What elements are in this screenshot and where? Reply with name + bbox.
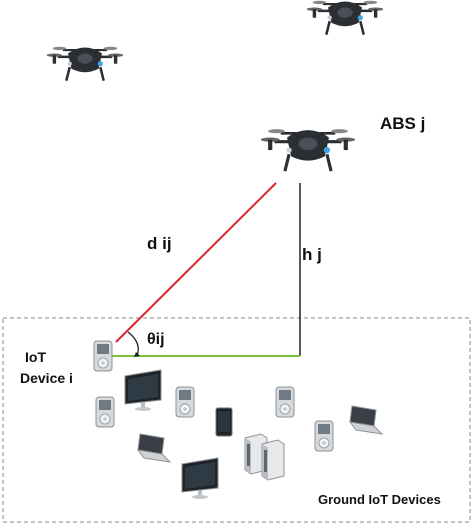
abs-label: ABS j: [380, 114, 425, 133]
quadcopter-icon: [259, 127, 357, 173]
angle-arc: [127, 331, 139, 357]
laptop-icon: [349, 405, 383, 435]
distance-line: [115, 182, 277, 343]
quadcopter-icon: [45, 45, 125, 82]
quadcopter-icon: [305, 0, 385, 36]
ground-group-label: Ground IoT Devices: [318, 492, 441, 507]
distance-label: d ij: [147, 234, 172, 253]
monitor-icon: [124, 369, 162, 412]
ipod-icon: [275, 386, 295, 418]
tablet-icon: [215, 407, 233, 437]
server-icon: [261, 439, 285, 481]
ipod-icon: [93, 340, 113, 372]
height-label: h j: [302, 245, 322, 264]
ipod-icon: [314, 420, 334, 452]
ipod-icon: [95, 396, 115, 428]
device-label-line2: Device i: [20, 370, 73, 386]
ground-area-box: [2, 317, 471, 523]
angle-label: θij: [147, 331, 165, 348]
laptop-icon: [137, 433, 171, 463]
angle-arrowhead: [134, 352, 140, 357]
monitor-icon: [181, 457, 219, 500]
ipod-icon: [175, 386, 195, 418]
device-label-line1: IoT: [25, 349, 46, 365]
